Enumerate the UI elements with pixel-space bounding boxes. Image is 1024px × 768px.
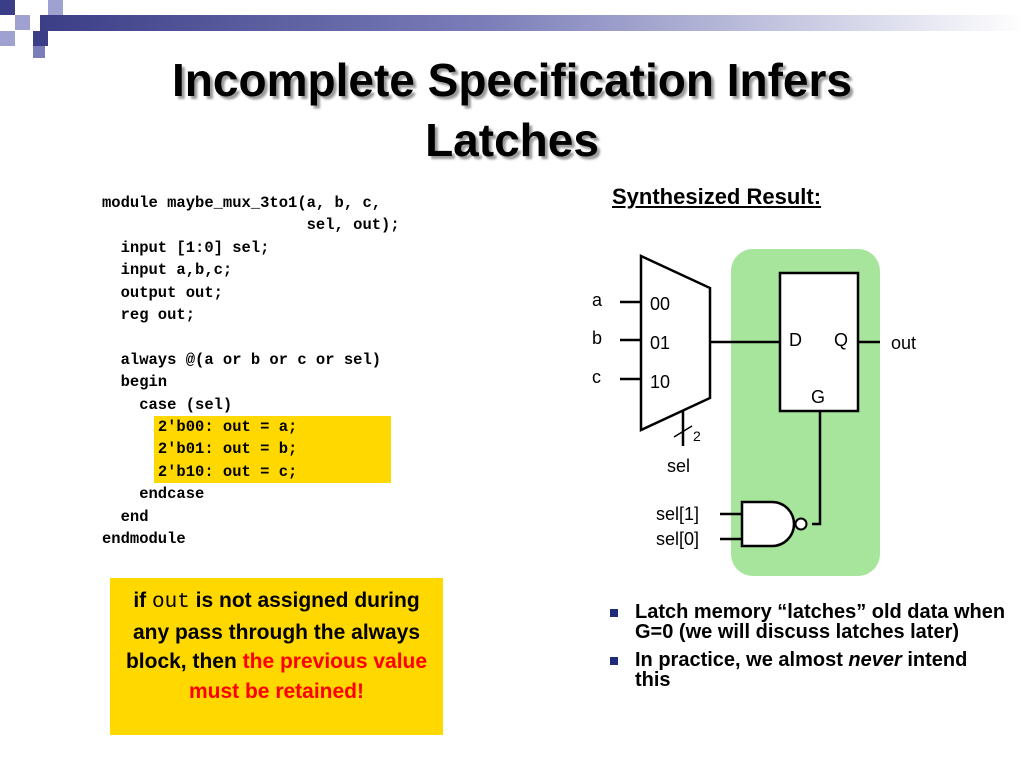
highlighted-case-line: 2'b01: out = b;	[153, 438, 391, 461]
input-label-c: c	[592, 367, 601, 387]
slide-title: Incomplete Specification Infers Latches	[0, 50, 1024, 170]
header-square-dark	[0, 0, 15, 15]
code-line: always @(a or b or c or sel)	[102, 350, 382, 369]
bullet-list: Latch memory “latches” old data when G=0…	[608, 602, 1008, 698]
mux-input-label: 00	[650, 294, 670, 314]
highlighted-case-line: 2'b10: out = c;	[153, 460, 391, 484]
code-line: end	[102, 507, 149, 526]
multiplexer-shape	[639, 254, 712, 432]
highlighted-case-line: 2'b00: out = a;	[153, 416, 391, 439]
code-line: input [1:0] sel;	[102, 238, 270, 257]
note-middle: is not assigned during any pass through …	[125, 589, 421, 673]
latch-q-label: Q	[834, 330, 848, 350]
bullet-item: In practice, we almost never intend this	[608, 650, 1008, 690]
note-keyword: out	[152, 591, 190, 614]
note-emphasis: the previous value must be retained!	[188, 650, 428, 703]
slide-title-line-1: Incomplete Specification Infers	[172, 54, 852, 106]
gate-to-latch-wire	[812, 411, 822, 526]
bullet-item: Latch memory “latches” old data when G=0…	[608, 602, 1008, 642]
code-line: reg out;	[102, 306, 196, 325]
latch-d-label: D	[789, 330, 802, 350]
bullet-text: Latch memory “latches” old data when G=0…	[635, 601, 1006, 643]
input-label-b: b	[592, 328, 602, 348]
code-line: sel, out);	[102, 216, 400, 235]
nand-inversion-bubble	[794, 517, 808, 531]
verilog-code-block: module maybe_mux_3to1(a, b, c, sel, out)…	[102, 192, 400, 551]
nand-gate-shape	[740, 500, 796, 548]
bus-width-slash	[673, 425, 693, 438]
header-square-light	[48, 0, 63, 15]
mux-input-label: 01	[650, 333, 670, 353]
output-label: out	[891, 333, 916, 353]
latch-g-label: G	[811, 387, 825, 407]
header-square-light	[15, 15, 30, 30]
bus-width-label: 2	[693, 428, 701, 444]
mux-input-label: 10	[650, 372, 670, 392]
note-prefix: if	[133, 589, 152, 612]
latch-warning-note: if out is not assigned during any pass t…	[110, 578, 443, 735]
bullet-text: intend this	[635, 649, 968, 691]
code-line: module maybe_mux_3to1(a, b, c,	[102, 194, 382, 212]
input-label-a: a	[592, 290, 603, 310]
bullet-square-icon	[610, 657, 618, 665]
code-line: output out;	[102, 283, 223, 302]
code-line: begin	[102, 373, 168, 392]
slide-title-line-2: Latches	[425, 114, 599, 166]
select-label: sel	[667, 456, 690, 476]
bullet-text-italic: never	[848, 649, 902, 671]
code-line: case (sel)	[102, 395, 233, 414]
synthesized-result-heading: Synthesized Result:	[612, 184, 822, 209]
bullet-text: In practice, we almost	[635, 649, 849, 671]
header-gradient-bar	[40, 15, 1024, 31]
header-square-light	[0, 31, 15, 46]
header-square-dark	[33, 31, 48, 46]
gate-input-label: sel[1]	[656, 504, 699, 524]
code-line: input a,b,c;	[102, 261, 233, 280]
header-square-dark	[33, 46, 45, 58]
bullet-square-icon	[610, 609, 618, 617]
latch-box	[778, 271, 860, 413]
code-line: endcase	[102, 485, 205, 504]
code-line: endmodule	[102, 530, 186, 549]
gate-input-label: sel[0]	[656, 529, 699, 549]
